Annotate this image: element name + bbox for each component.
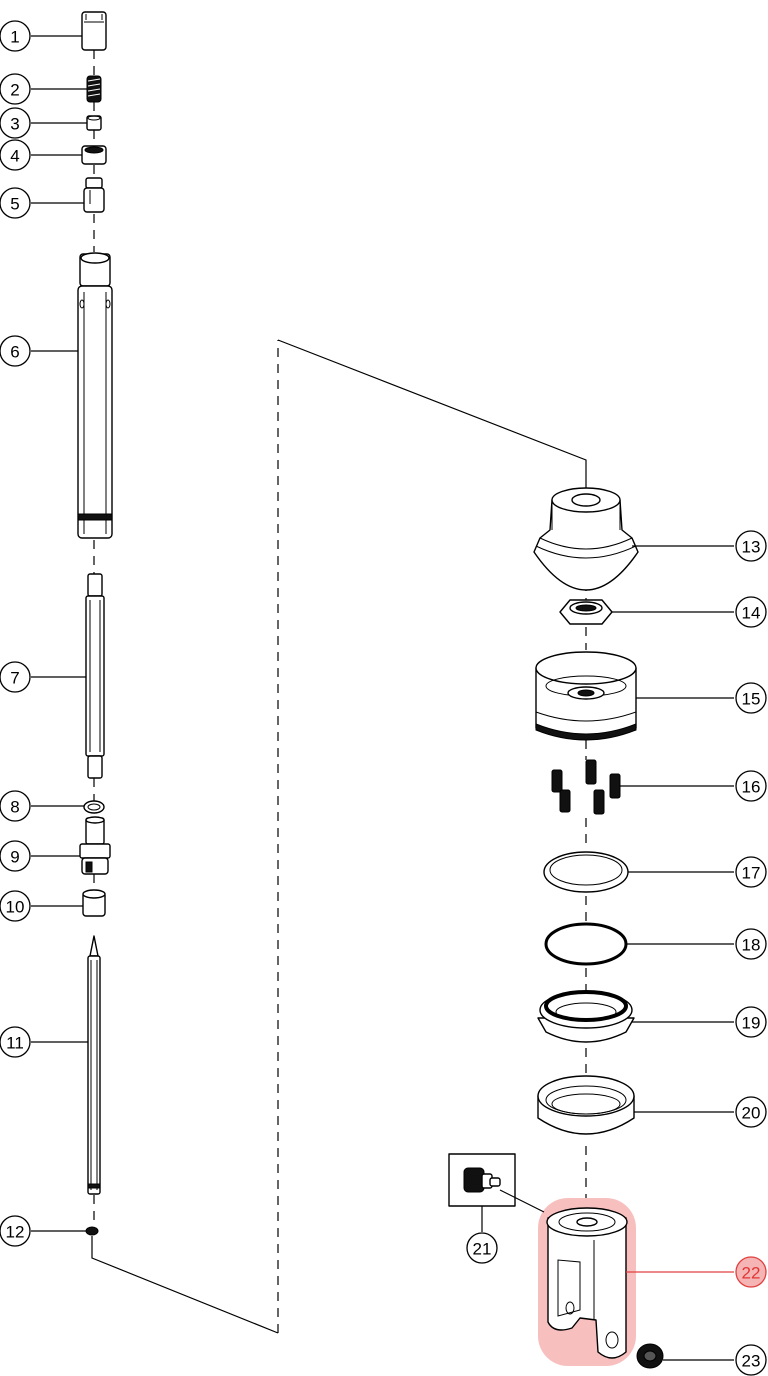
callout-12[interactable]: 12 bbox=[0, 1215, 31, 1247]
callout-15-label: 15 bbox=[742, 690, 761, 709]
callout-19[interactable]: 19 bbox=[735, 1006, 767, 1038]
callout-21-label: 21 bbox=[473, 1240, 492, 1259]
callout-8[interactable]: 8 bbox=[0, 790, 31, 822]
callout-1-label: 1 bbox=[10, 28, 19, 47]
callout-13-label: 13 bbox=[742, 538, 761, 557]
callout-21[interactable]: 21 bbox=[466, 1232, 498, 1264]
callout-20-label: 20 bbox=[742, 1104, 761, 1123]
callout-5[interactable]: 5 bbox=[0, 187, 31, 219]
part-22-drawing bbox=[546, 1207, 628, 1359]
part-14-drawing bbox=[559, 599, 613, 625]
callout-22[interactable]: 22 bbox=[735, 1256, 767, 1288]
part-20-drawing bbox=[537, 1075, 635, 1135]
part-4-drawing bbox=[81, 145, 107, 165]
callout-4-label: 4 bbox=[10, 147, 19, 166]
callout-8-label: 8 bbox=[10, 798, 19, 817]
part-21-drawing bbox=[448, 1153, 545, 1232]
callout-2[interactable]: 2 bbox=[0, 73, 31, 105]
callout-23[interactable]: 23 bbox=[735, 1344, 767, 1376]
part-2-drawing bbox=[86, 75, 102, 103]
leader-lines bbox=[31, 35, 734, 1361]
part-16-drawing bbox=[551, 759, 621, 815]
callout-22-label: 22 bbox=[742, 1264, 761, 1283]
part-19-drawing bbox=[537, 990, 635, 1043]
part-7-drawing bbox=[85, 573, 105, 779]
callout-10[interactable]: 10 bbox=[0, 890, 31, 922]
part-11-drawing bbox=[87, 935, 101, 1195]
callout-6-label: 6 bbox=[10, 343, 19, 362]
part-15-drawing bbox=[535, 651, 637, 741]
callout-18-label: 18 bbox=[742, 936, 761, 955]
part-8-drawing bbox=[83, 800, 105, 814]
part-12-drawing bbox=[85, 1226, 99, 1236]
part-6-drawing bbox=[77, 252, 113, 539]
part-17-drawing bbox=[543, 851, 629, 893]
callout-10-label: 10 bbox=[6, 898, 25, 917]
part-13-drawing bbox=[533, 487, 639, 591]
part-10-drawing bbox=[82, 889, 106, 917]
callout-7[interactable]: 7 bbox=[0, 661, 31, 693]
callout-9[interactable]: 9 bbox=[0, 840, 31, 872]
callout-3[interactable]: 3 bbox=[0, 107, 31, 139]
callout-14[interactable]: 14 bbox=[735, 596, 767, 628]
callout-2-label: 2 bbox=[10, 81, 19, 100]
part-9-drawing bbox=[79, 816, 111, 875]
callout-6[interactable]: 6 bbox=[0, 335, 31, 367]
callout-16[interactable]: 16 bbox=[735, 770, 767, 802]
callout-5-label: 5 bbox=[10, 195, 19, 214]
callout-13[interactable]: 13 bbox=[735, 530, 767, 562]
part-3-drawing bbox=[86, 115, 102, 131]
callout-19-label: 19 bbox=[742, 1014, 761, 1033]
callout-12-label: 12 bbox=[6, 1223, 25, 1242]
part-23-drawing bbox=[636, 1343, 664, 1369]
callout-7-label: 7 bbox=[10, 669, 19, 688]
part-5-drawing bbox=[83, 177, 105, 213]
assembly-lines bbox=[91, 50, 587, 1334]
callout-11-label: 11 bbox=[6, 1034, 24, 1053]
callout-17-label: 17 bbox=[742, 864, 761, 883]
callouts: 1 2 3 4 5 6 7 8 bbox=[0, 20, 767, 1376]
callout-23-label: 23 bbox=[742, 1352, 761, 1371]
callout-20[interactable]: 20 bbox=[735, 1096, 767, 1128]
callout-16-label: 16 bbox=[742, 778, 761, 797]
callout-3-label: 3 bbox=[10, 115, 19, 134]
callout-15[interactable]: 15 bbox=[735, 682, 767, 714]
callout-4[interactable]: 4 bbox=[0, 139, 31, 171]
part-1-drawing bbox=[81, 11, 107, 51]
callout-9-label: 9 bbox=[10, 848, 19, 867]
callout-11[interactable]: 11 bbox=[0, 1026, 31, 1058]
callout-18[interactable]: 18 bbox=[735, 928, 767, 960]
callout-17[interactable]: 17 bbox=[735, 856, 767, 888]
callout-1[interactable]: 1 bbox=[0, 20, 31, 52]
callout-14-label: 14 bbox=[742, 604, 761, 623]
part-18-drawing bbox=[544, 922, 628, 966]
